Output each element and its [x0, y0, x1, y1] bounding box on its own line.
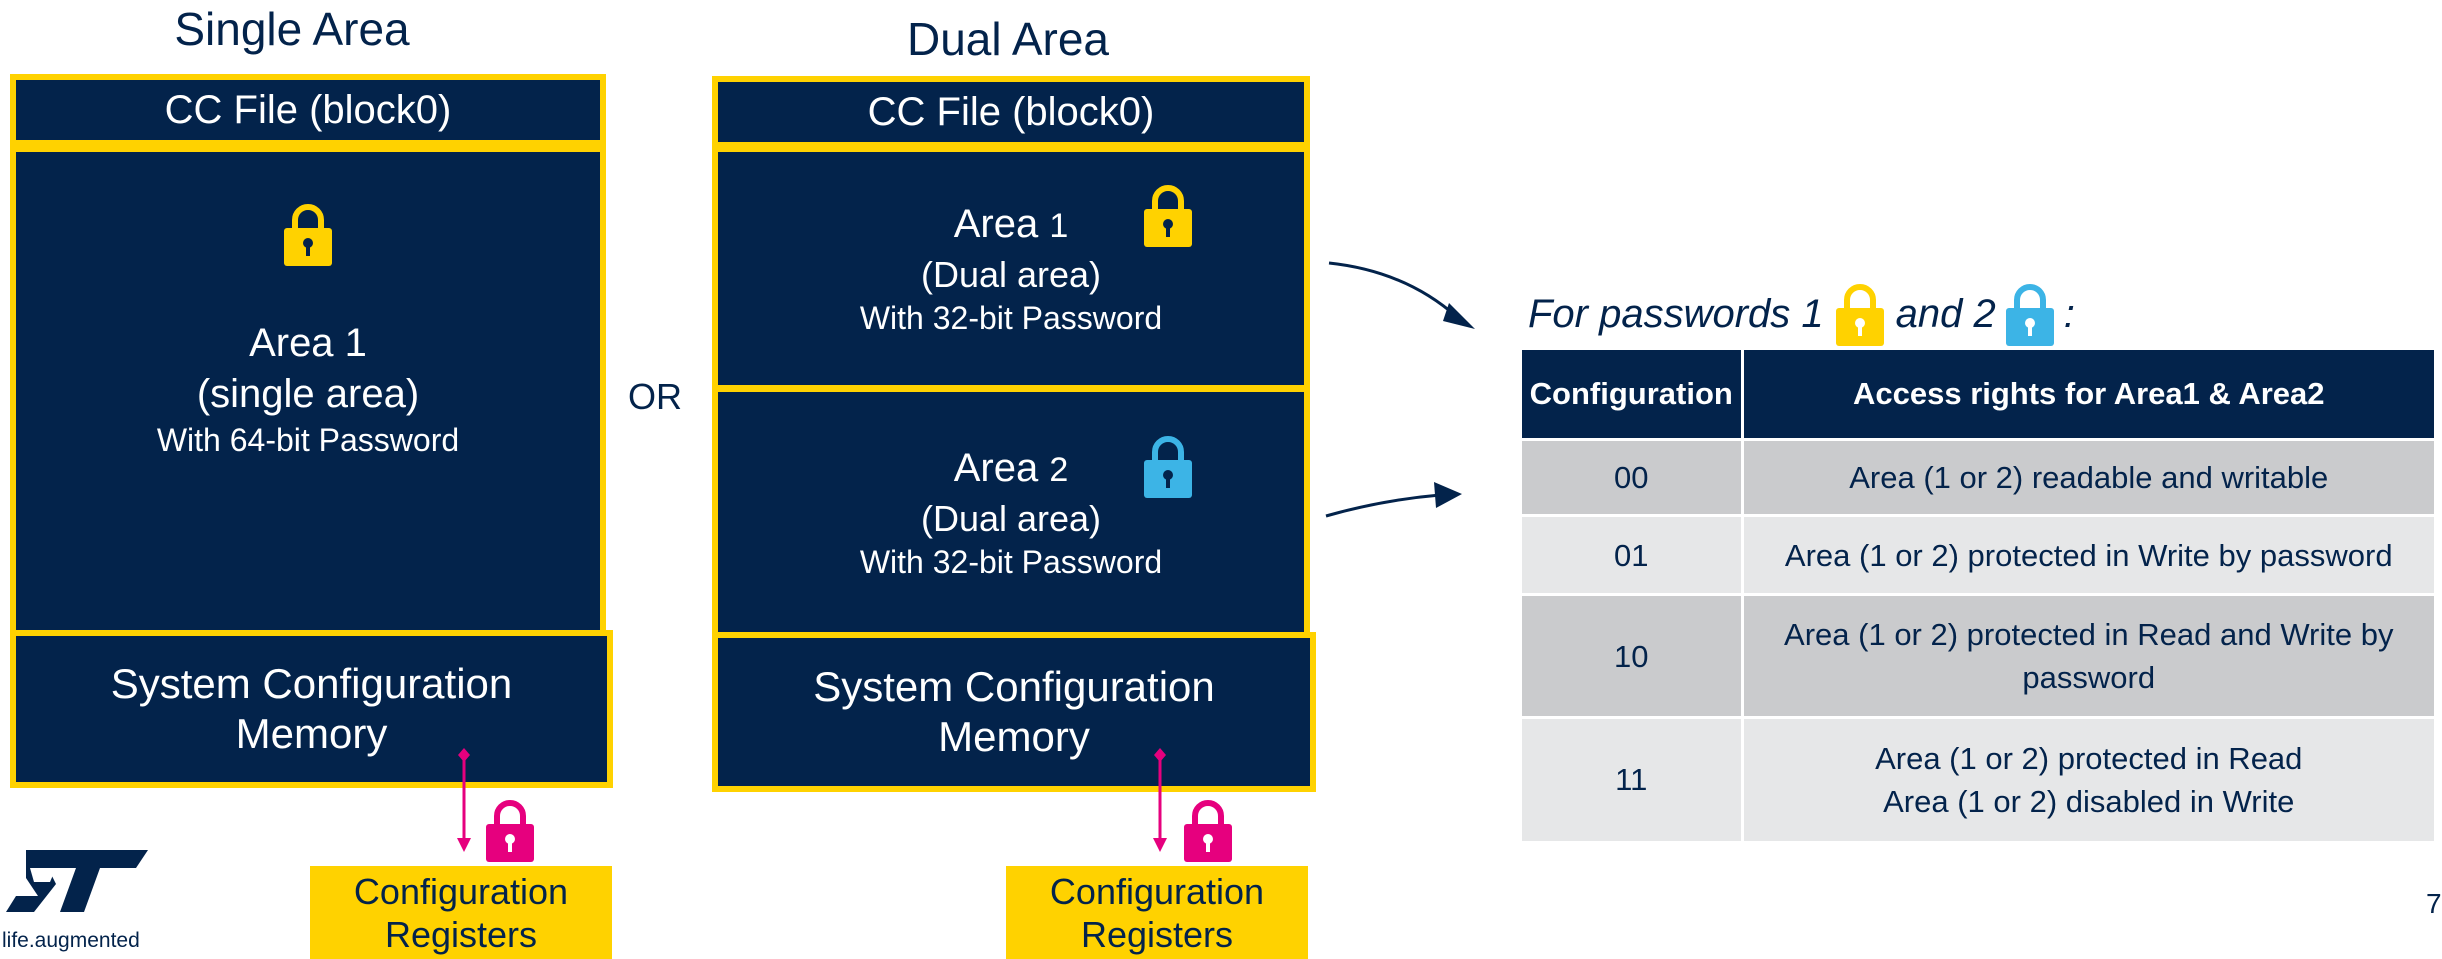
- rights-line1: Area (1 or 2) readable and writable: [1849, 460, 2329, 495]
- area1-arrow: [1328, 261, 1475, 329]
- rights-cell: Area (1 or 2) protected in Read Area (1 …: [1740, 716, 2434, 841]
- dual-area2-password: With 32-bit Password: [859, 543, 1163, 580]
- single-config-connector: [457, 748, 471, 852]
- config-cell: 11: [1522, 716, 1742, 841]
- config-cell: 00: [1522, 438, 1742, 516]
- table-header-row: Configuration Access rights for Area1 & …: [1522, 350, 2434, 440]
- or-label: OR: [628, 376, 682, 417]
- dual-area1-box: Area 1 (Dual area) With 32-bit Password: [712, 146, 1310, 391]
- rights-line1: Area (1 or 2) protected in Read and Writ…: [1784, 617, 2394, 652]
- passwords-middle: and 2: [1895, 291, 1996, 336]
- dual-area1-subtitle: (Dual area): [920, 254, 1102, 295]
- single-area-heading: Single Area: [174, 3, 410, 55]
- header-access-rights: Access rights for Area1 & Area2: [1740, 350, 2434, 440]
- dual-area1-number: 1: [1049, 207, 1069, 245]
- single-system-config-line1: System Configuration: [110, 660, 513, 707]
- dual-area2-box: Area 2 (Dual area) With 32-bit Password: [712, 386, 1310, 638]
- rights-line1: Area (1 or 2) protected in Read: [1875, 740, 2303, 776]
- table-row: 01 Area (1 or 2) protected in Write by p…: [1522, 514, 2434, 595]
- dual-area1-word: Area: [953, 202, 1039, 246]
- dual-area2-title: Area 2: [954, 443, 1069, 496]
- single-cc-divider: [16, 143, 600, 147]
- single-config-registers-box: Configuration Registers: [310, 866, 612, 959]
- dual-area1-title: Area 1: [954, 199, 1069, 252]
- single-config-registers-line1: Configuration: [353, 870, 569, 912]
- dual-system-config-box: System Configuration Memory: [712, 632, 1316, 792]
- rights-cell: Area (1 or 2) protected in Read and Writ…: [1740, 593, 2434, 718]
- dual-area1-password: With 32-bit Password: [859, 300, 1163, 336]
- dual-cc-file-box: CC File (block0): [712, 76, 1310, 148]
- dual-area-heading: Dual Area: [906, 13, 1109, 65]
- single-cc-file-box: CC File (block0): [10, 74, 606, 146]
- header-configuration: Configuration: [1522, 350, 1742, 440]
- table-row: 11 Area (1 or 2) protected in Read Area …: [1522, 716, 2434, 841]
- page-number: 7: [2426, 888, 2442, 919]
- rights-line2: password: [2022, 660, 2156, 695]
- single-area1-box: Area 1 (single area) With 64-bit Passwor…: [10, 146, 606, 636]
- access-rights-table: Configuration Access rights for Area1 & …: [1522, 350, 2434, 841]
- table-row: 10 Area (1 or 2) protected in Read and W…: [1522, 593, 2434, 718]
- passwords-caption: For passwords 1 and 2 :: [1528, 282, 2075, 346]
- passwords-prefix: For passwords 1: [1528, 291, 1824, 336]
- single-cc-file-label: CC File (block0): [164, 87, 452, 132]
- dual-system-config-line2: Memory: [938, 713, 1090, 760]
- rights-line2: Area (1 or 2) disabled in Write: [1883, 783, 2295, 819]
- yellow-lock-icon: [1834, 282, 1886, 346]
- st-logo: [6, 850, 148, 912]
- rights-cell: Area (1 or 2) readable and writable: [1740, 438, 2434, 516]
- dual-config-registers-line2: Registers: [1080, 913, 1234, 955]
- blue-lock-icon: [2004, 282, 2056, 346]
- config-cell: 10: [1522, 593, 1742, 718]
- table-row: 00 Area (1 or 2) readable and writable: [1522, 438, 2434, 516]
- logo-tagline: life.augmented: [2, 929, 140, 952]
- dual-area2-subtitle: (Dual area): [920, 497, 1102, 539]
- dual-config-registers-box: Configuration Registers: [1006, 866, 1308, 959]
- rights-line1: Area (1 or 2) protected in Write by pass…: [1784, 537, 2393, 573]
- dual-config-connector: [1153, 748, 1167, 852]
- area2-arrow: [1325, 482, 1462, 518]
- dual-area2-number: 2: [1049, 450, 1069, 489]
- dual-area2-word: Area: [953, 445, 1039, 490]
- dual-system-config-line1: System Configuration: [813, 663, 1215, 710]
- single-system-config-line2: Memory: [235, 710, 388, 757]
- dual-cc-file-label: CC File (block0): [867, 89, 1155, 134]
- dual-config-registers-line1: Configuration: [1049, 870, 1265, 912]
- magenta-lock-icon: [484, 798, 536, 862]
- single-area1-subtitle: (single area): [196, 372, 420, 416]
- single-area1-title: Area 1: [249, 321, 367, 365]
- config-cell: 01: [1522, 514, 1742, 595]
- blue-lock-icon: [1142, 434, 1194, 498]
- single-config-registers-line2: Registers: [384, 913, 538, 955]
- rights-cell: Area (1 or 2) protected in Write by pass…: [1740, 514, 2434, 595]
- yellow-lock-icon: [1142, 183, 1194, 247]
- passwords-suffix: :: [2063, 291, 2075, 336]
- magenta-lock-icon: [1182, 798, 1234, 862]
- yellow-lock-icon: [282, 202, 334, 266]
- single-system-config-box: System Configuration Memory: [10, 630, 613, 788]
- single-area1-password: With 64-bit Password: [156, 422, 460, 458]
